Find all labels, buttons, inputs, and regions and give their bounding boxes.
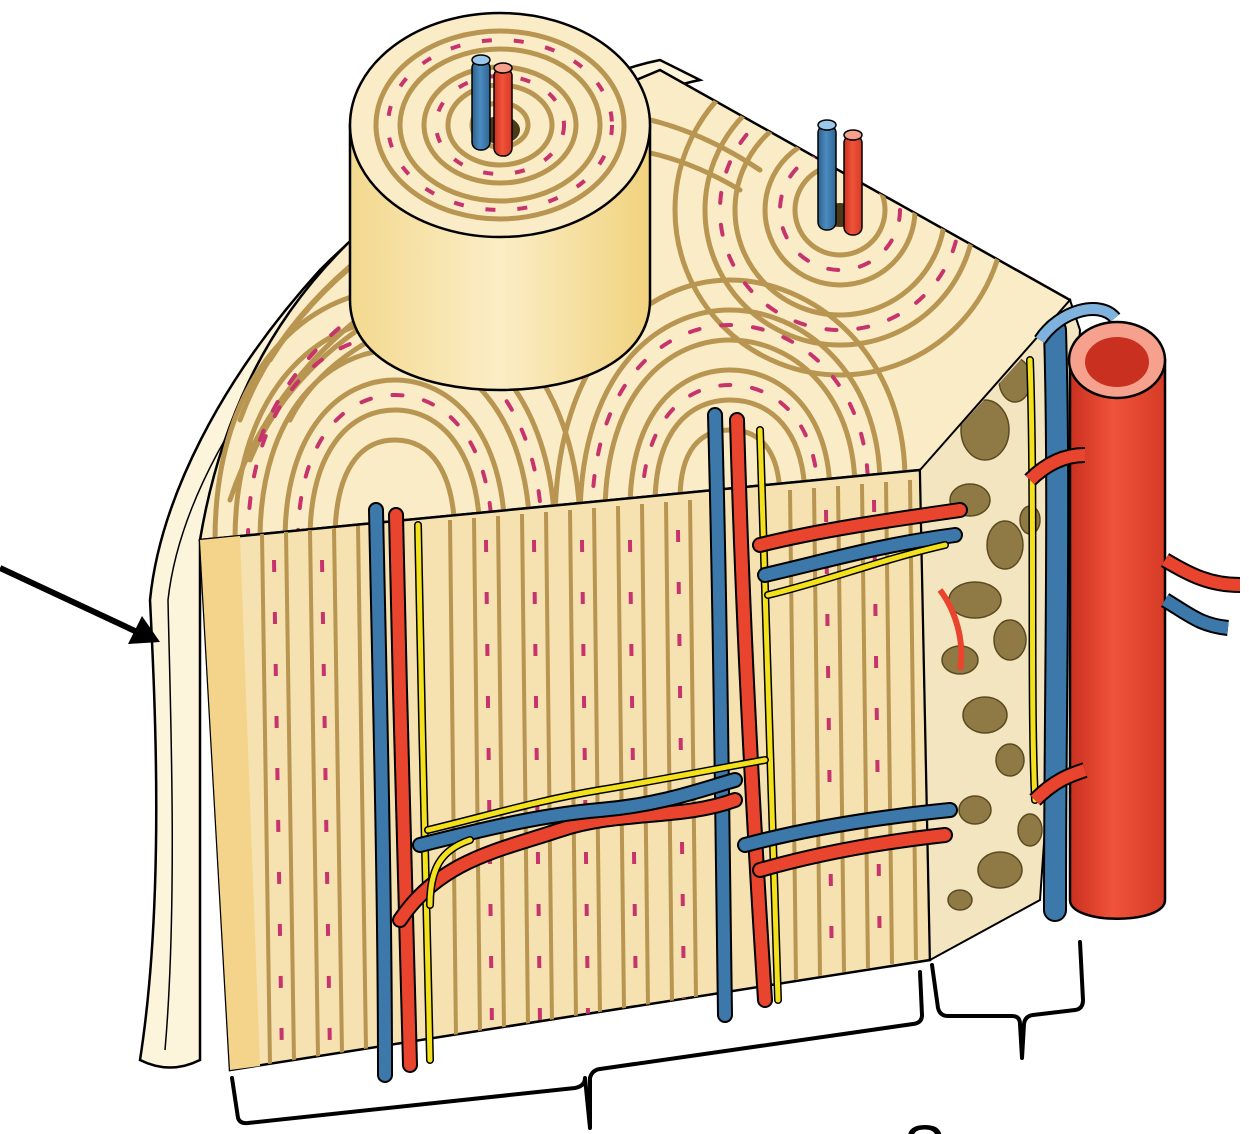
spongy-label: Spongy	[903, 1112, 1120, 1134]
vein-central-canal-1	[472, 60, 490, 150]
osteon-cylinder	[350, 13, 650, 390]
artery-central-canal-1	[494, 68, 512, 156]
arrow-icon	[0, 568, 160, 644]
spongy-bone-bracket	[932, 942, 1083, 1058]
